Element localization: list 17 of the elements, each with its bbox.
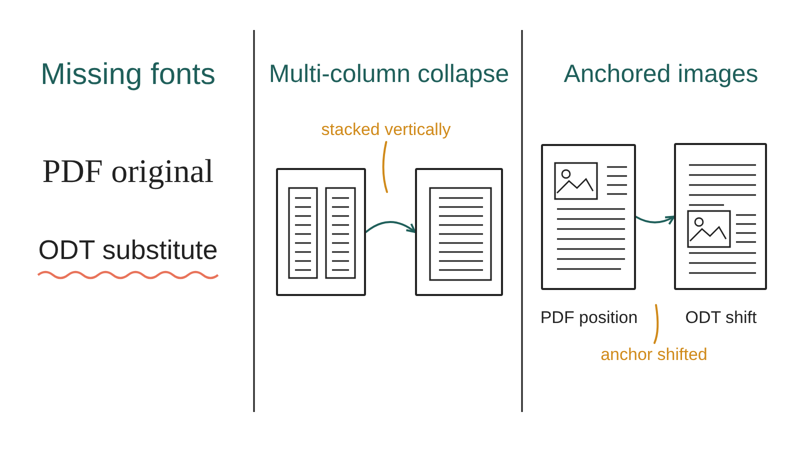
heading-text: Missing fonts: [39, 57, 217, 93]
document-drawing: [541, 144, 636, 290]
document-drawing: [674, 143, 767, 290]
document-drawing: [415, 168, 503, 296]
caption-text: ODT shift: [684, 307, 758, 329]
arrow: [635, 216, 675, 226]
annotation-text: stacked vertically: [316, 118, 456, 142]
caption-text: PDF position: [539, 307, 639, 329]
heading-text: Multi-column collapse: [268, 59, 510, 90]
leader-line: [382, 141, 388, 193]
leader-line: [653, 304, 659, 344]
arrow: [365, 221, 416, 233]
heading-text: PDF original: [41, 153, 215, 192]
heading-text: ODT substitute: [37, 234, 219, 267]
heading-text: Anchored images: [562, 59, 760, 90]
document-drawing: [276, 168, 366, 296]
annotation-text: anchor shifted: [598, 343, 710, 367]
